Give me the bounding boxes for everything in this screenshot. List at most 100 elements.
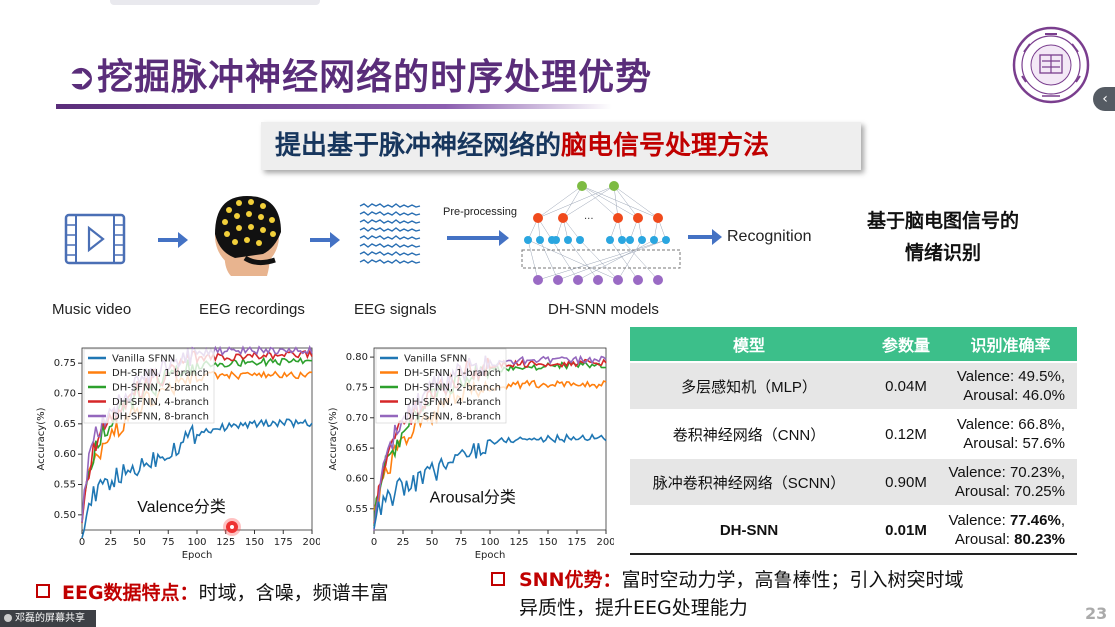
arousal-value: Arousal: 57.6% [963,435,1065,452]
model-params: 0.01M [868,505,944,555]
valence-value: Valence: 66.8%, [956,416,1065,433]
pipeline-arrow-4 [688,229,722,245]
series-line [373,433,607,529]
model-name: DH-SNN [630,505,868,555]
pipeline-arrow-1 [158,232,188,248]
y-tick-label: 0.50 [54,510,76,521]
legend-entry: DH-SFNN, 1-branch [112,368,209,379]
table-row: 脉冲卷积神经网络（SCNN） 0.90M Valence: 70.23%,Aro… [630,457,1077,506]
y-tick-label: 0.70 [346,413,368,424]
legend-entry: DH-SFNN, 8-branch [112,412,209,423]
eeg-cap-head-icon [215,196,281,276]
y-tick-label: 0.60 [54,449,76,460]
arousal-value: Arousal: 46.0% [963,387,1065,404]
chevron-left-icon[interactable]: ‹ [1093,87,1115,111]
header-params: 参数量 [868,327,944,362]
series-line [81,418,313,539]
pipeline-label-music-video: Music video [52,301,132,318]
chart-annotation: Valence分类 [137,498,226,516]
legend-entry: DH-SFNN, 4-branch [112,397,209,408]
preprocessing-label: Pre-processing [443,206,517,218]
arousal-value: Arousal: 70.25% [954,483,1065,500]
bullet-eeg-features: EEG数据特点：时域，含噪，频谱丰富 [62,578,389,605]
pipeline-label-eeg-signals: EEG signals [354,301,437,318]
model-name: 卷积神经网络（CNN） [630,409,868,458]
x-tick-label: 125 [509,537,528,548]
legend-entry: Vanilla SFNN [112,354,175,365]
y-tick-label: 0.75 [54,358,76,369]
subtitle-part2: 脑电信号处理方法 [561,131,770,161]
valence-suffix: , [1060,512,1065,529]
table-row: 多层感知机（MLP） 0.04M Valence: 49.5%,Arousal:… [630,361,1077,410]
x-tick-label: 0 [371,537,377,548]
chart-annotation: Arousal分类 [430,489,516,507]
university-seal-logo [1012,26,1090,104]
valence-prefix: Valence: [948,512,1010,529]
y-tick-label: 0.55 [346,504,368,515]
y-tick-label: 0.55 [54,480,76,491]
bullet-square-icon [491,572,505,586]
eeg-signals-icon [359,203,421,264]
pipeline-label-dh-snn-models: DH-SNN models [548,301,659,318]
legend-entry: DH-SFNN, 4-branch [404,397,501,408]
bullet-right-body-line1: 富时空动力学，高鲁棒性；引入树突时域 [621,569,964,591]
legend-entry: Vanilla SFNN [404,354,467,365]
network-ellipsis: ··· [584,214,594,225]
model-name: 多层感知机（MLP） [630,361,868,410]
x-tick-label: 150 [538,537,557,548]
x-tick-label: 100 [187,537,206,548]
model-accuracy: Valence: 70.23%, Arousal: 70.25% [944,457,1077,506]
valence-value: Valence: 70.23%, [948,464,1065,481]
x-tick-label: 25 [104,537,117,548]
x-tick-label: 75 [455,537,468,548]
y-tick-label: 0.65 [346,443,368,454]
subtitle-box: 提出基于脉冲神经网络的脑电信号处理方法 [261,122,861,170]
x-tick-label: 75 [162,537,175,548]
bullet-left-body: 时域，含噪，频谱丰富 [198,582,389,604]
x-axis-label: Epoch [182,550,213,560]
model-accuracy: Valence: 66.8%, Arousal: 57.6% [944,409,1077,458]
valence-value: Valence: 77.46%, [947,511,1065,530]
model-comparison-table: 模型 参数量 识别准确率 多层感知机（MLP） 0.04M Valence: 4… [630,327,1077,555]
y-tick-label: 0.80 [346,352,368,363]
legend-entry: DH-SFNN, 8-branch [404,412,501,423]
header-accuracy: 识别准确率 [944,327,1077,362]
model-accuracy: Valence: 49.5%, Arousal: 46.0% [944,361,1077,410]
x-tick-label: 175 [567,537,586,548]
page-number: 23 [1085,604,1108,623]
bullet-square-icon [36,584,50,598]
x-tick-label: 0 [79,537,85,548]
y-tick-label: 0.65 [54,419,76,430]
pipeline-arrow-2 [310,232,340,248]
video-icon [64,213,126,265]
arousal-value: Arousal: 80.23% [947,530,1065,549]
arousal-prefix: Arousal: [954,531,1015,548]
subtitle-part1: 提出基于脉冲神经网络的 [275,131,562,161]
legend-entry: DH-SFNN, 2-branch [112,383,209,394]
y-tick-label: 0.75 [346,382,368,393]
y-axis-label: Accuracy(%) [36,407,47,470]
slide-title: ➲挖掘脉冲神经网络的时序处理优势 [66,57,653,98]
laser-pointer-cursor [226,521,238,533]
screen-share-indicator[interactable]: 邓磊的屏幕共享 [0,610,96,627]
x-tick-label: 50 [133,537,146,548]
share-status-icon [4,614,12,622]
y-tick-label: 0.60 [346,473,368,484]
valence-number: 77.46% [1009,512,1061,529]
arousal-number: 80.23% [1014,531,1065,548]
table-row: 卷积神经网络（CNN） 0.12M Valence: 66.8%, Arousal… [630,409,1077,458]
recognition-label: Recognition [727,228,812,245]
pipeline-arrow-3 [447,230,509,246]
model-params: 0.12M [868,409,944,458]
y-axis-label: Accuracy(%) [328,407,339,470]
valence-value: Valence: 49.5%, [956,368,1065,385]
table-header-row: 模型 参数量 识别准确率 [630,327,1077,362]
legend-entry: DH-SFNN, 2-branch [404,383,501,394]
model-accuracy: Valence: 77.46%, Arousal: 80.23% [944,505,1077,555]
x-axis-label: Epoch [475,550,506,560]
x-tick-label: 175 [274,537,293,548]
